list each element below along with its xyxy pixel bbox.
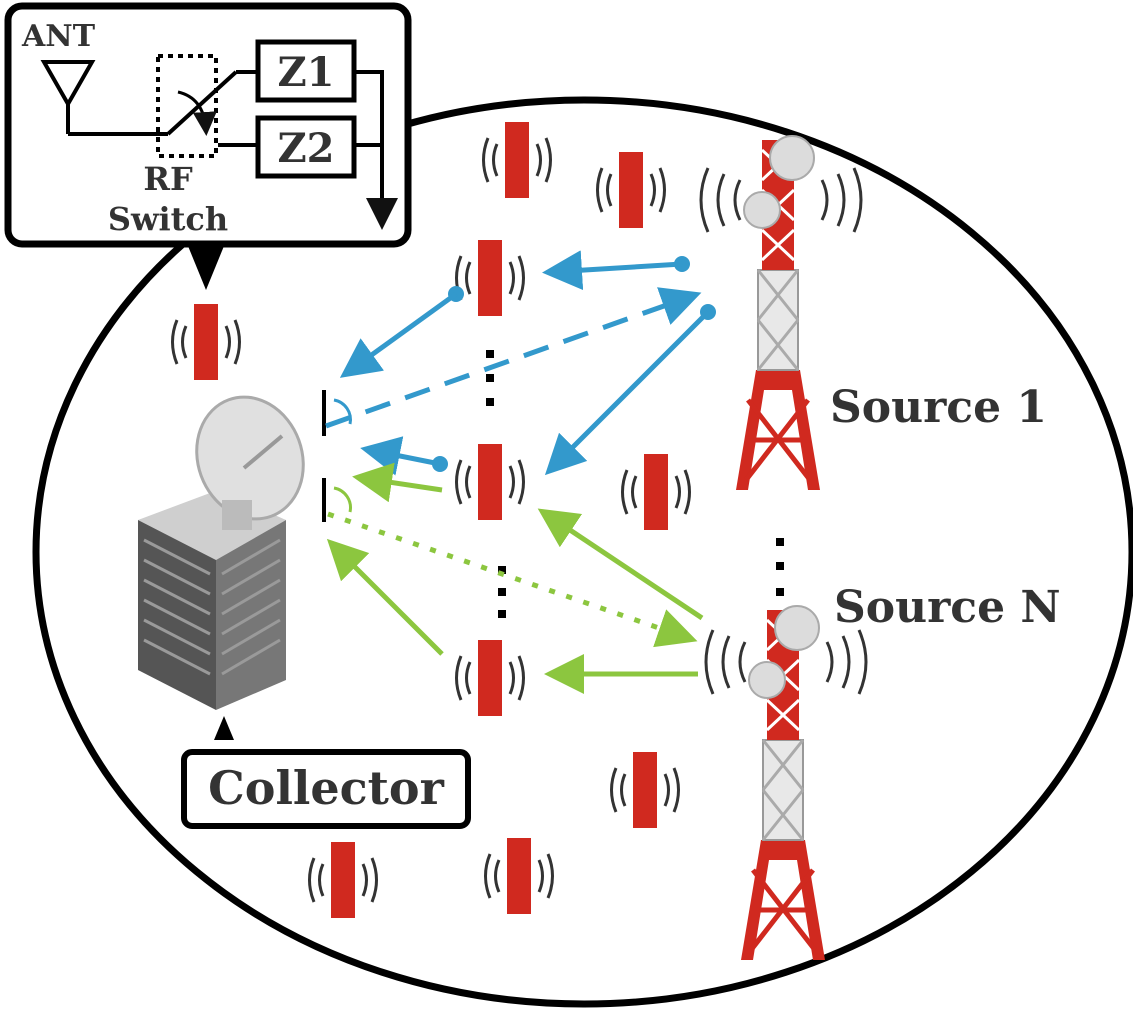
source-ellipsis: [776, 538, 784, 596]
tag-4: [455, 238, 525, 318]
collector-label: Collector: [208, 761, 444, 815]
collector-label-box: Collector: [181, 749, 471, 829]
source-1-label: Source 1: [830, 382, 1047, 433]
collector-antennas: [322, 390, 352, 522]
tag-9: [308, 840, 378, 920]
tag-3: [171, 302, 241, 382]
switch-label-rf: RF: [143, 160, 193, 198]
source-1-tower: [699, 136, 863, 490]
source-n-tower: [704, 606, 868, 960]
tag-8: [610, 750, 680, 830]
tag-2: [596, 150, 666, 230]
switch-label-switch: Switch: [108, 200, 228, 238]
tag-5: [455, 442, 525, 522]
tag-7: [455, 638, 525, 718]
coverage-area: [32, 96, 1133, 1008]
source-n-links: [326, 462, 704, 694]
tag-1: [482, 120, 552, 200]
impedance-z1: Z1: [277, 49, 334, 96]
tag-ellipsis-upper: [486, 350, 494, 406]
rf-switch-inset: ANT Z1 Z2 RF Switch: [4, 2, 412, 290]
source-1-links: [325, 250, 716, 476]
source-n-label: Source N: [834, 582, 1061, 633]
tag-10: [484, 836, 554, 916]
tag-ellipsis-lower: [498, 566, 506, 618]
tag-6: [621, 452, 691, 532]
collector-building: [138, 395, 305, 740]
impedance-z2: Z2: [277, 125, 334, 172]
antenna-label: ANT: [21, 19, 96, 54]
